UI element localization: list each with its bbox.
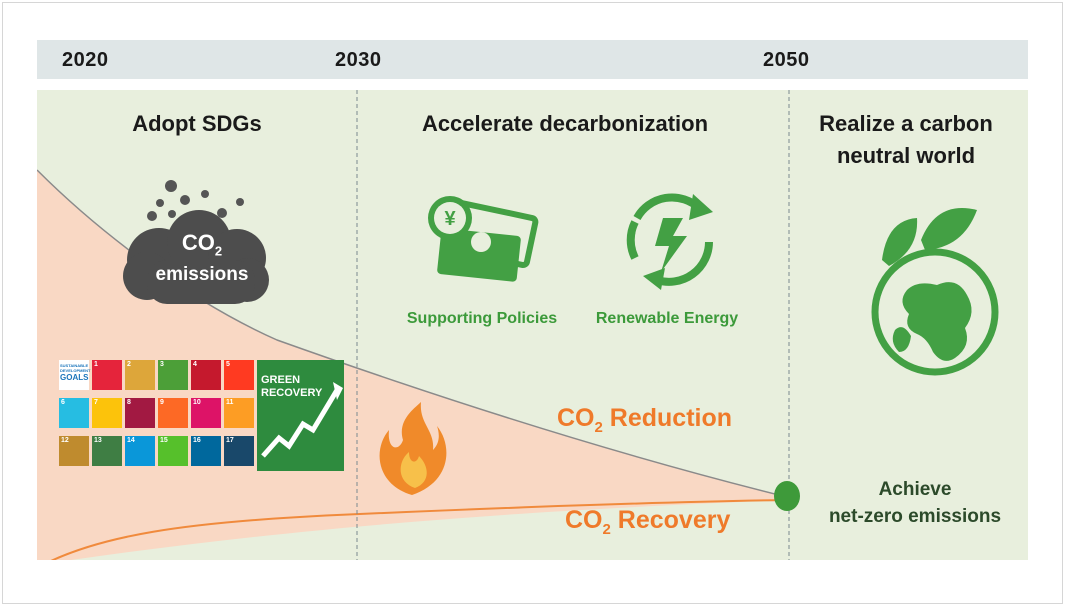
co2-recovery-line	[50, 499, 788, 560]
co2-recovery-label: CO2 Recovery	[565, 506, 731, 538]
co2-cloud-icon	[123, 180, 269, 304]
sdg-tile-11: 11	[224, 398, 254, 428]
emissions-curve	[37, 169, 788, 498]
sdg-tile-17: 17	[224, 436, 254, 466]
net-zero-dot	[774, 481, 800, 511]
sdg-tile-3: 3	[158, 360, 188, 390]
sdg-tile-15: 15	[158, 436, 188, 466]
cloud-label: emissions	[155, 264, 249, 285]
flame-icon	[379, 402, 447, 495]
sdg-tile-8: 8	[125, 398, 155, 428]
phase3-title-line1: Realize a carbon	[819, 111, 993, 136]
year-2020: 2020	[62, 49, 109, 71]
svg-text:¥: ¥	[444, 208, 456, 230]
phase2-title: Accelerate decarbonization	[421, 111, 709, 136]
sdg-logo-tile: SUSTAINABLE DEVELOPMENT GOALS	[59, 360, 90, 390]
year-2030: 2030	[335, 49, 382, 71]
sdg-tile-1: 1	[92, 360, 122, 390]
net-zero-goal: Achieve net-zero emissions	[828, 479, 1002, 527]
renewable-energy-label: Renewable Energy	[595, 310, 739, 327]
sdg-tile-12: 12	[59, 436, 89, 466]
sdg-tile-14: 14	[125, 436, 155, 466]
phase3-title-line2: neutral world	[836, 143, 976, 168]
cloud-formula: CO2	[181, 230, 223, 259]
phase3-title: Realize a carbon neutral world	[793, 108, 1019, 172]
green-recovery-panel	[257, 360, 344, 471]
roadmap-stage: ¥	[37, 90, 1028, 560]
sdg-tile-2: 2	[125, 360, 155, 390]
sdg-tile-5: 5	[224, 360, 254, 390]
renewable-energy-icon	[626, 193, 713, 290]
phase1-title: Adopt SDGs	[132, 111, 262, 136]
sdg-tile-4: 4	[191, 360, 221, 390]
year-2050: 2050	[763, 49, 810, 71]
sdg-tile-7: 7	[92, 398, 122, 428]
sdg-grid: SUSTAINABLE DEVELOPMENT GOALS 1 2 3 4 5 …	[59, 360, 255, 470]
supporting-policies-label: Supporting Policies	[406, 310, 558, 327]
green-recovery-text: GREEN RECOVERY	[261, 374, 323, 399]
sdg-tile-10: 10	[191, 398, 221, 428]
sdg-tile-13: 13	[92, 436, 122, 466]
sdg-tile-16: 16	[191, 436, 221, 466]
sdg-tile-9: 9	[158, 398, 188, 428]
yen-money-icon: ¥	[428, 196, 539, 282]
timeline-bar: 2020 2030 2050	[37, 40, 1028, 79]
co2-reduction-label: CO2 Reduction	[557, 404, 733, 436]
leaf-earth-icon	[871, 208, 999, 376]
sdg-tile-6: 6	[59, 398, 89, 428]
